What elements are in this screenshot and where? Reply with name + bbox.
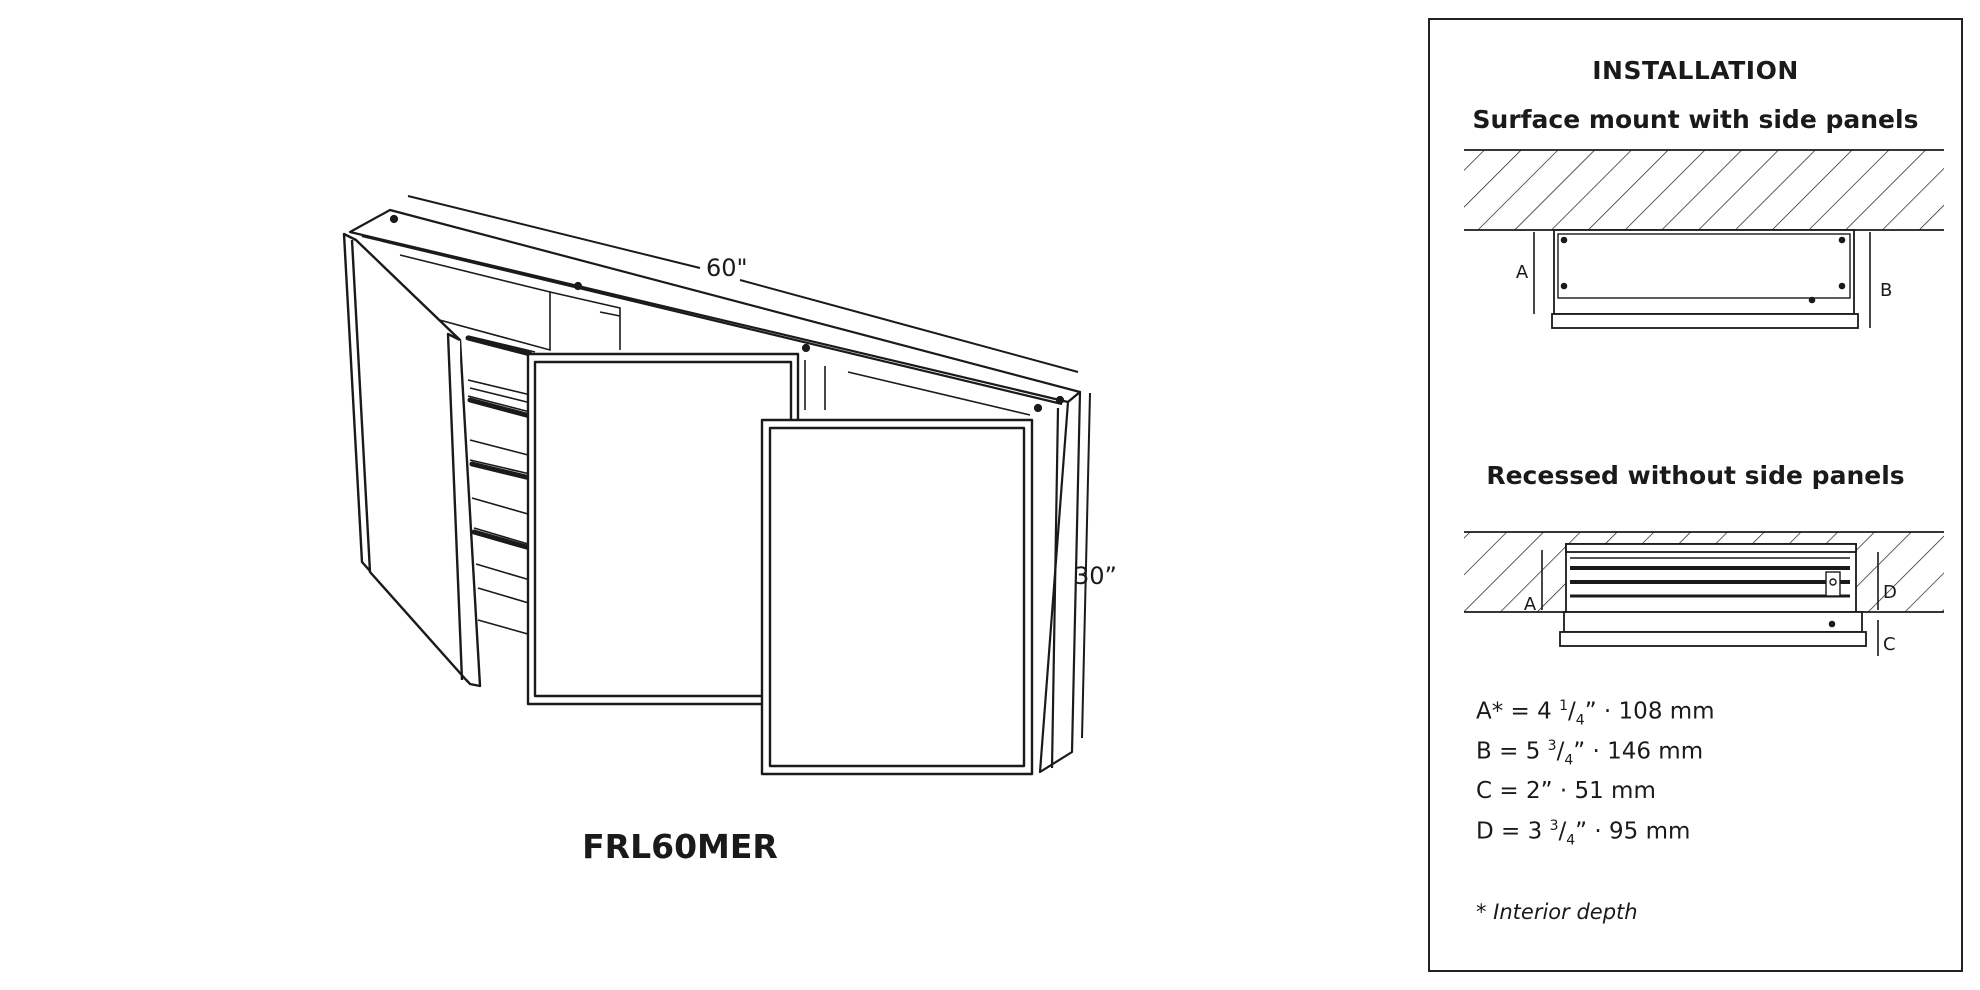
- spec-b-den: 4: [1564, 752, 1574, 769]
- spec-line-c: C = 2” · 51 mm: [1476, 778, 1656, 804]
- spec-c-label: C: [1476, 778, 1493, 804]
- surface-dim-b: B: [1880, 280, 1892, 301]
- surface-wall: [1464, 150, 1944, 230]
- spec-d-whole: 3: [1527, 818, 1543, 845]
- spec-b-num: 3: [1547, 738, 1557, 754]
- dimension-lines: [407, 195, 1091, 739]
- spec-d-den: 4: [1566, 832, 1576, 849]
- spec-line-b: B = 5 3/4” · 146 mm: [1476, 738, 1704, 769]
- height-dimension-label: 30”: [1074, 562, 1117, 590]
- interior-depth-footnote: * Interior depth: [1476, 900, 1638, 924]
- recessed-diagram: [1464, 531, 1944, 656]
- spec-d-mm: 95 mm: [1609, 818, 1691, 845]
- spec-b-label: B: [1476, 738, 1492, 765]
- spec-c-mm: 51 mm: [1574, 778, 1656, 804]
- recessed-heading: Recessed without side panels: [1486, 461, 1905, 490]
- spec-line-d: D = 3 3/4” · 95 mm: [1476, 818, 1691, 849]
- cabinet-drawing: 60" 30” FRL60MER: [342, 195, 1117, 866]
- cabinet-door-right: [760, 418, 1034, 776]
- surface-mount-diagram: [1464, 149, 1944, 329]
- recessed-dim-a: A: [1524, 594, 1537, 615]
- cabinet-door-middle: [526, 352, 800, 706]
- recessed-dim-c: C: [1883, 634, 1896, 655]
- spec-d-num: 3: [1549, 818, 1559, 834]
- cabinet-door-left: [342, 232, 482, 688]
- installation-title: INSTALLATION: [1592, 56, 1799, 85]
- surface-mount-heading: Surface mount with side panels: [1472, 105, 1919, 134]
- spec-d-label: D: [1476, 818, 1494, 845]
- spec-line-a: A* = 4 1/4” · 108 mm: [1476, 698, 1715, 729]
- cabinet-interior: [399, 254, 1031, 637]
- spec-a-den: 4: [1575, 712, 1585, 729]
- spec-b-mm: 146 mm: [1607, 738, 1704, 765]
- surface-dim-a: A: [1516, 262, 1529, 283]
- recessed-dim-d: D: [1883, 582, 1897, 603]
- installation-panel: A B A D C INSTALLATION Surface mount wit…: [1428, 18, 1963, 972]
- model-name: FRL60MER: [582, 827, 778, 866]
- spec-c-whole: 2: [1525, 778, 1541, 804]
- spec-a-mm: 108 mm: [1618, 698, 1715, 725]
- cabinet-outline: [348, 208, 1082, 774]
- spec-a-num: 1: [1559, 698, 1569, 714]
- spec-b-whole: 5: [1525, 738, 1541, 765]
- installation-diagrams: A B A D C: [1464, 149, 1944, 656]
- spec-a-label: A*: [1476, 698, 1504, 725]
- width-dimension-label: 60": [706, 254, 748, 282]
- cabinet-shelf-edges: [465, 335, 533, 551]
- spec-a-whole: 4: [1537, 698, 1552, 725]
